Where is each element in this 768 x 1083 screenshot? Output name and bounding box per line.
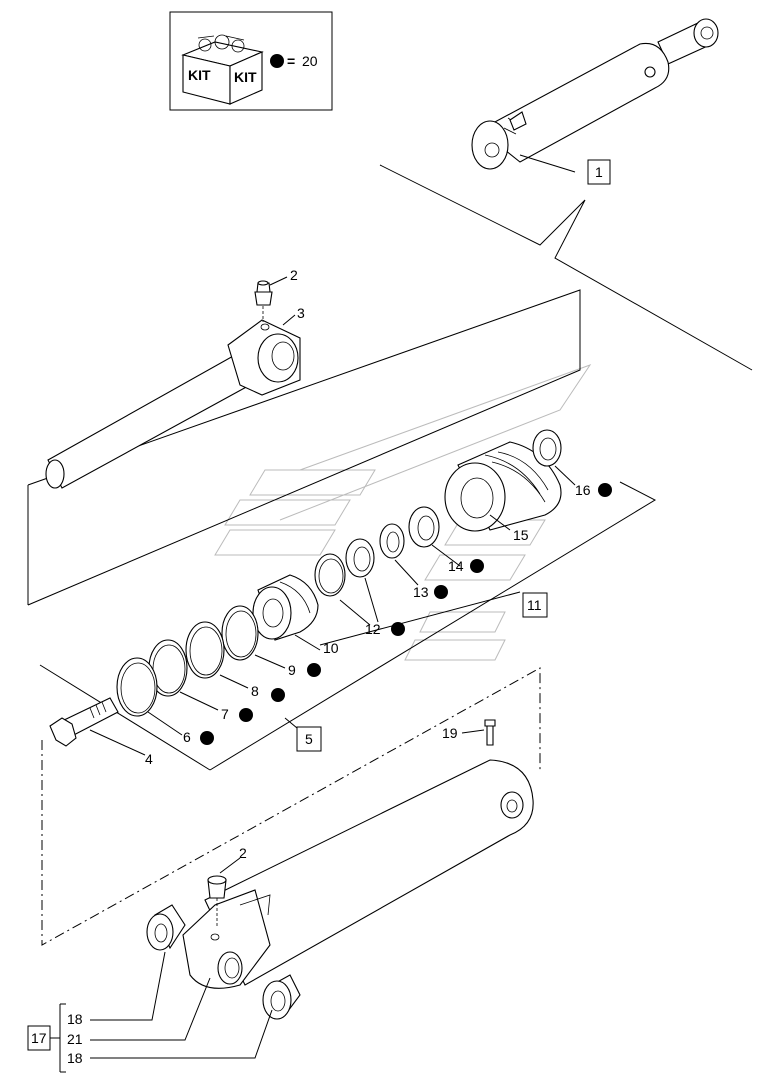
kit-marker-8: [271, 688, 285, 702]
label-1: 1: [595, 164, 603, 180]
bracket-17: 17 18 21 18: [27, 1003, 83, 1073]
callout-4: 4: [145, 751, 153, 767]
grease-nipple-top: [254, 280, 273, 322]
o-ring-9: [221, 605, 259, 661]
gland-drawing: [252, 574, 319, 641]
bushing-right: [262, 974, 301, 1020]
callout-10: 10: [323, 640, 339, 656]
screw-19: [484, 719, 496, 746]
o-ring-6: [116, 657, 158, 717]
label-box-5: [296, 726, 322, 752]
piston-rod-drawing: [45, 319, 301, 489]
callout-13: 13: [413, 584, 429, 600]
rod-group-frame: [27, 289, 581, 606]
bushing-left: [146, 904, 186, 951]
grease-nipple-bottom: [207, 875, 227, 928]
callout-19: 19: [442, 725, 458, 741]
callout-3: 3: [297, 305, 305, 321]
callout-2-top: 2: [290, 267, 298, 283]
kit-marker-7: [239, 708, 253, 722]
cylinder-barrel-drawing: [182, 759, 534, 989]
callout-16: 16: [575, 482, 591, 498]
seal-group-frame: [39, 481, 657, 771]
kit-legend-box: KIT KIT = 20: [169, 11, 333, 111]
callout-12: 12: [365, 621, 381, 637]
kit-marker-14: [470, 559, 484, 573]
callout-8: 8: [251, 683, 259, 699]
label-5: 5: [305, 731, 313, 747]
label-box-1: [587, 159, 611, 185]
o-ring-8: [185, 621, 225, 679]
kit-icon-label-right: KIT: [234, 69, 257, 85]
label-11: 11: [527, 597, 542, 613]
callout-15: 15: [513, 527, 529, 543]
label-17: 17: [31, 1030, 47, 1046]
kit-marker-13: [434, 585, 448, 599]
kit-icon-label-left: KIT: [188, 67, 211, 83]
bolt-drawing: [49, 697, 119, 747]
kit-marker-6: [200, 731, 214, 745]
callout-7: 7: [221, 706, 229, 722]
kit-count: 20: [302, 53, 318, 69]
kit-box-icon: KIT KIT: [181, 34, 264, 105]
ring-13: [379, 523, 405, 559]
callout-14: 14: [448, 558, 464, 574]
kit-equals-sign: =: [287, 53, 295, 69]
ring-14: [408, 506, 440, 548]
label-box-11: [522, 592, 548, 618]
kit-marker-16: [598, 483, 612, 497]
kit-marker-9: [307, 663, 321, 677]
bracket-17-row-3: 18: [67, 1050, 83, 1066]
bracket-17-row-1: 18: [67, 1011, 83, 1027]
callout-6: 6: [183, 729, 191, 745]
ring-12b: [314, 553, 346, 597]
filled-circle-icon: [270, 54, 284, 68]
assembly-bracket-line: [379, 164, 753, 371]
callout-9: 9: [288, 662, 296, 678]
piston-drawing: [444, 429, 562, 532]
bracket-17-row-2: 21: [67, 1031, 83, 1047]
ring-12a: [345, 538, 375, 578]
callout-2-bottom: 2: [239, 845, 247, 861]
assembled-cylinder-drawing: [471, 18, 719, 173]
barrel-group-frame: [41, 667, 541, 946]
